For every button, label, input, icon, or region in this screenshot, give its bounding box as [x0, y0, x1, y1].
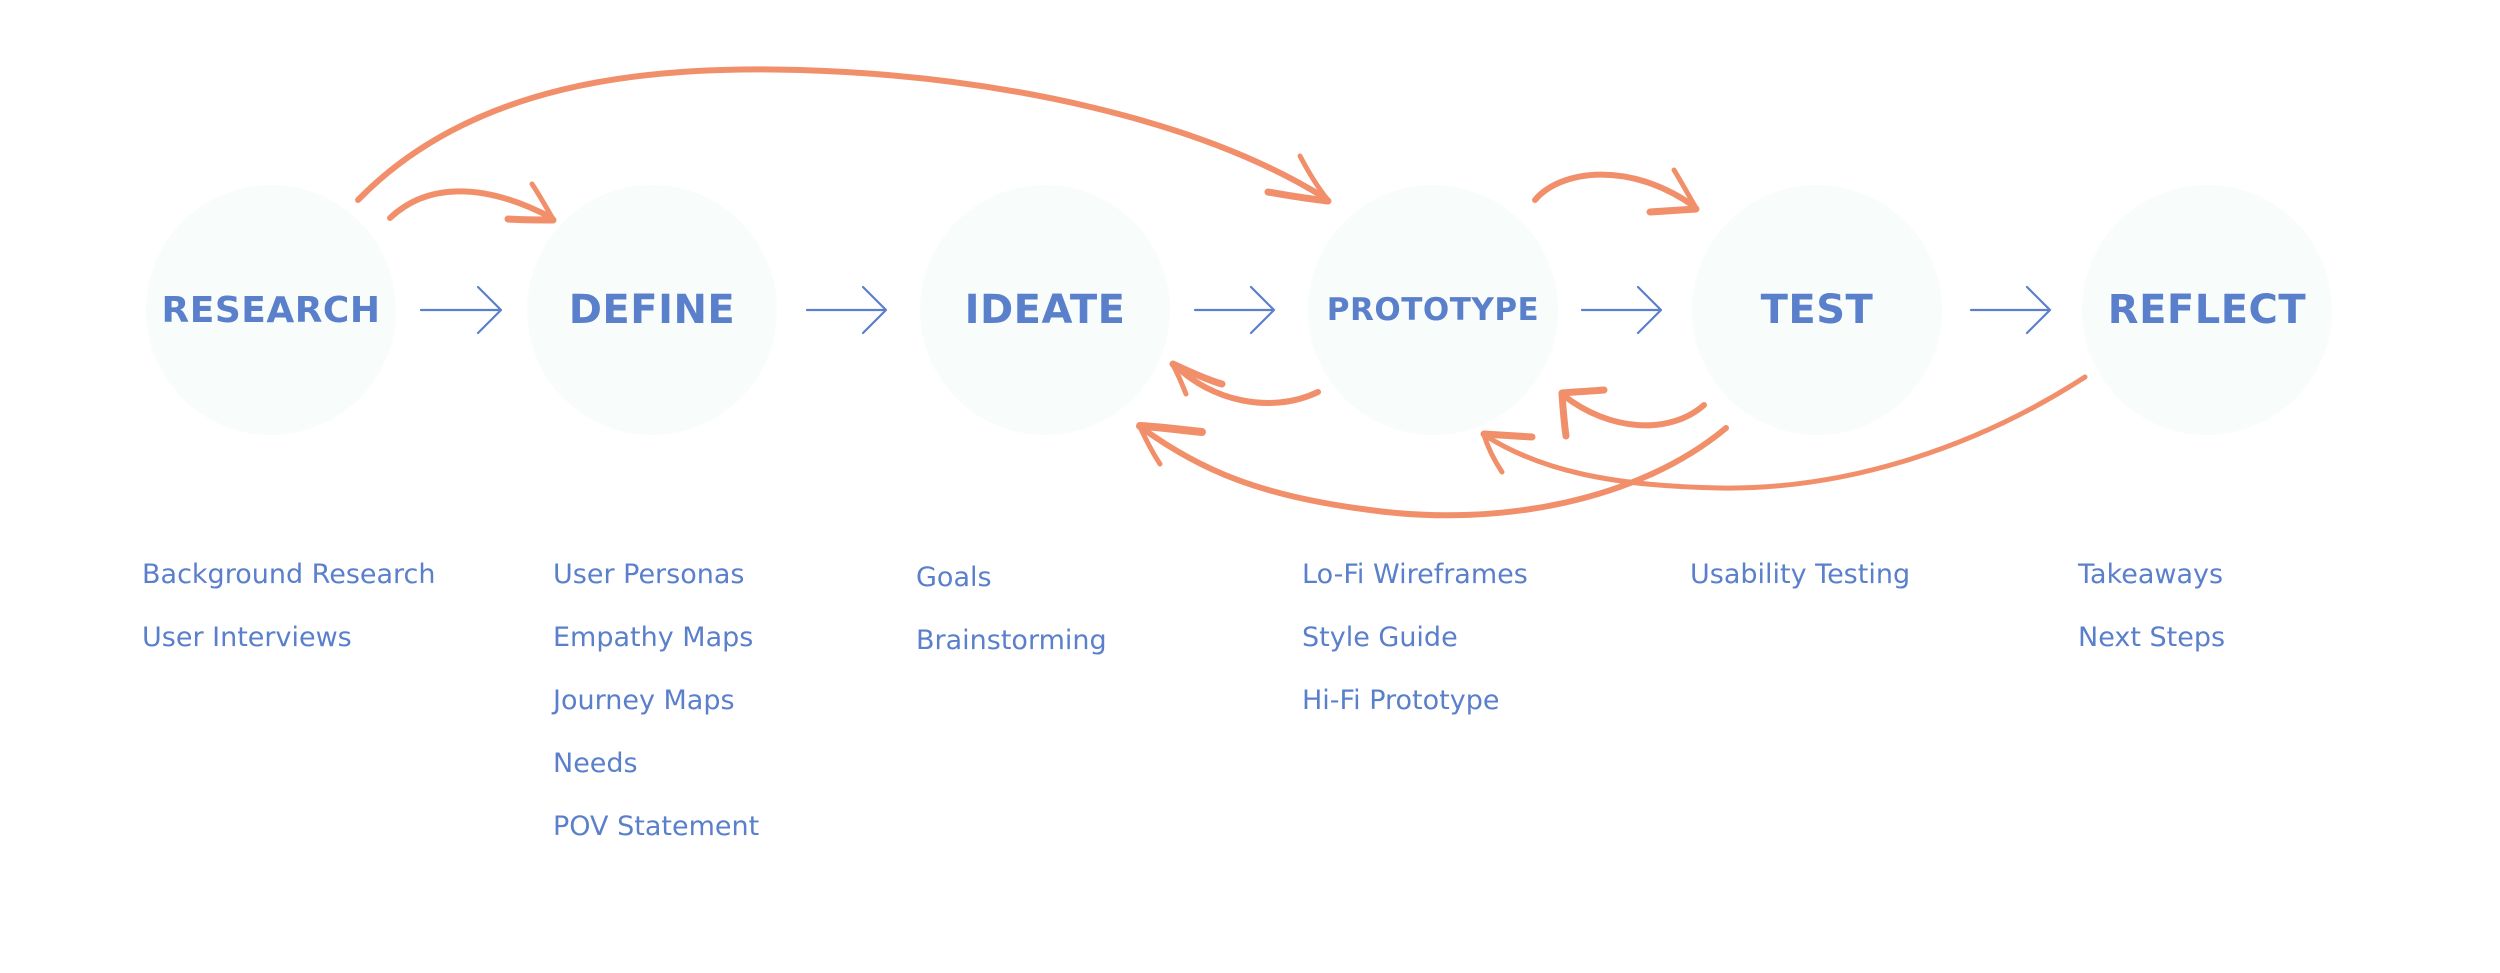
list-item: Hi-Fi Prototype: [1302, 685, 1500, 716]
list-item: Usability Testing: [1690, 559, 1911, 590]
loop-arrow-test-to-ideate-icon: [1136, 422, 1729, 519]
list-item: Style Guide: [1302, 622, 1458, 653]
stage-ideate-circle: IDEATE: [920, 185, 1170, 435]
stage-research-circle: RESEARCH: [146, 185, 396, 435]
list-item: Journey Maps: [553, 685, 735, 716]
list-item: User Interviews: [142, 622, 352, 653]
flow-arrow-icon: [805, 285, 888, 335]
loop-arrow-research-to-define-icon: [387, 181, 557, 224]
stage-define-items: User Personas Empathy Maps Journey Maps …: [553, 558, 759, 873]
stage-define-circle: DEFINE: [527, 185, 777, 435]
list-item: Brainstorming: [916, 625, 1107, 656]
stage-prototype-label: PROTOTYPE: [1326, 292, 1540, 328]
list-item: Lo-Fi Wireframes: [1302, 559, 1528, 590]
list-item: Next Steps: [2078, 622, 2226, 653]
list-item: Needs: [553, 748, 638, 779]
flow-arrow-icon: [1580, 285, 1663, 335]
flow-arrow-icon: [1969, 285, 2052, 335]
list-item: Takeaways: [2078, 559, 2224, 590]
stage-define-label: DEFINE: [568, 287, 736, 333]
stage-test-circle: TEST: [1692, 185, 1942, 435]
flow-arrow-icon: [419, 285, 503, 335]
list-item: Empathy Maps: [553, 622, 754, 653]
stage-reflect-label: REFLECT: [2107, 287, 2307, 333]
loop-arrow-prototype-to-ideate-icon: [1169, 360, 1321, 406]
list-item: Background Research: [142, 559, 436, 590]
stage-research-items: Background Research User Interviews: [142, 558, 436, 684]
list-item: User Personas: [553, 559, 745, 590]
stage-prototype-items: Lo-Fi Wireframes Style Guide Hi-Fi Proto…: [1302, 558, 1528, 747]
stage-reflect-circle: REFLECT: [2082, 185, 2332, 435]
stage-research-label: RESEARCH: [161, 289, 381, 331]
stage-reflect-items: Takeaways Next Steps: [2078, 558, 2225, 684]
flow-arrow-icon: [1193, 285, 1276, 335]
stage-ideate-items: Goals Brainstorming: [916, 561, 1107, 687]
stage-test-label: TEST: [1760, 287, 1874, 333]
list-item: Goals: [916, 562, 992, 593]
loop-arrow-prototype-to-test-icon: [1532, 167, 1700, 216]
stage-test-items: Usability Testing: [1690, 558, 1910, 621]
stage-prototype-circle: PROTOTYPE: [1308, 185, 1558, 435]
stage-ideate-label: IDEATE: [964, 287, 1126, 333]
loop-arrow-research-to-prototype-icon: [355, 66, 1332, 205]
loop-arrow-test-to-prototype-icon: [1558, 386, 1707, 440]
list-item: POV Statement: [553, 811, 760, 842]
